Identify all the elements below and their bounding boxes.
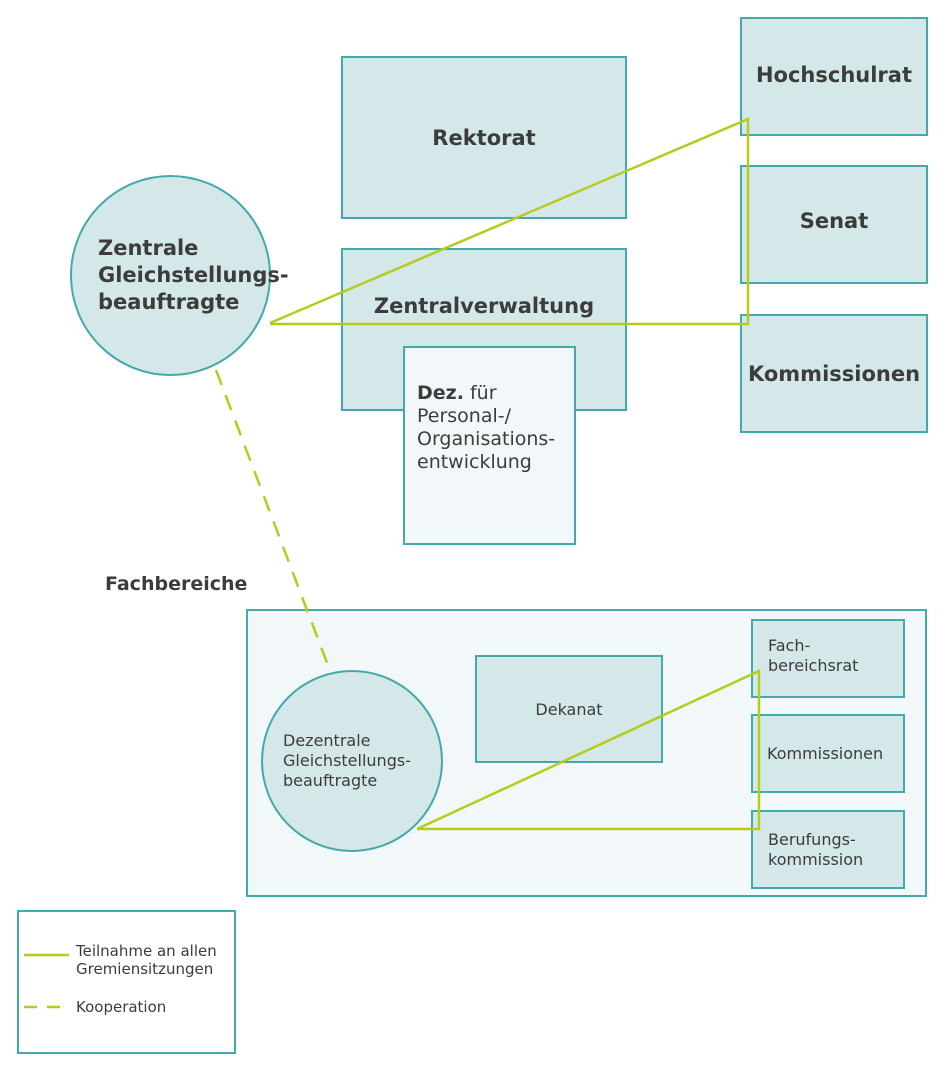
hochschulrat-label: Hochschulrat <box>755 63 912 87</box>
fachbereiche-title: Fachbereiche <box>105 573 248 595</box>
dez-bold-label: Dez. <box>417 382 464 404</box>
dez-label-line4: entwicklung <box>417 451 532 473</box>
legend-solid-label-line1: Teilnahme an allen <box>76 942 217 960</box>
dezentrale-label-line1: Dezentrale <box>283 731 371 750</box>
legend-solid-label-line2: Gremiensitzungen <box>76 960 214 978</box>
dezentrale-label-line3: beauftragte <box>283 771 378 790</box>
fachbereichsrat-box: Fach- bereichsrat <box>751 619 905 698</box>
dezentrale-label-line2: Gleichstellungs- <box>283 751 411 770</box>
rektorat-label: Rektorat <box>432 125 536 150</box>
zentralverwaltung-label: Zentralverwaltung <box>373 294 595 318</box>
legend-dashed-label: Kooperation <box>76 998 167 1016</box>
legend-box: Teilnahme an allen Gremiensitzungen Koop… <box>17 910 236 1054</box>
fb-kommissionen-label: Kommissionen <box>767 744 884 763</box>
berufungskommission-box: Berufungs- kommission <box>751 810 905 889</box>
kommissionen-label: Kommissionen <box>747 361 921 386</box>
zentrale-label-line2: Gleichstellungs- <box>98 263 289 287</box>
legend-swatches <box>24 953 69 1009</box>
zentrale-label-line1: Zentrale <box>98 236 199 260</box>
hochschulrat-box: Hochschulrat <box>740 17 928 136</box>
senat-label: Senat <box>799 209 869 233</box>
fb-kommissionen-box: Kommissionen <box>751 714 905 793</box>
fachbereichsrat-line2: bereichsrat <box>768 655 859 675</box>
dez-label-line1: für <box>463 382 497 404</box>
dez-label-line3: Organisations- <box>417 428 556 450</box>
dez-label-line2: Personal-/ <box>417 405 512 427</box>
kommissionen-box: Kommissionen <box>740 314 928 433</box>
zentrale-gleichstellung-circle: Zentrale Gleichstellungs- beauftragte <box>70 175 289 376</box>
senat-box: Senat <box>740 165 928 284</box>
fachbereichsrat-line1: Fach- <box>768 635 811 655</box>
dezentrale-gleichstellung-circle: Dezentrale Gleichstellungs- beauftragte <box>261 670 443 852</box>
rektorat-box: Rektorat <box>341 56 627 219</box>
dekanat-label: Dekanat <box>535 699 603 719</box>
zentrale-label-line3: beauftragte <box>98 290 240 314</box>
dekanat-box: Dekanat <box>475 655 663 763</box>
berufungskommission-line1: Berufungs- <box>768 829 856 849</box>
dez-personal-box: Dez. für Personal-/ Organisations- entwi… <box>403 346 576 545</box>
berufungskommission-line2: kommission <box>768 849 864 869</box>
